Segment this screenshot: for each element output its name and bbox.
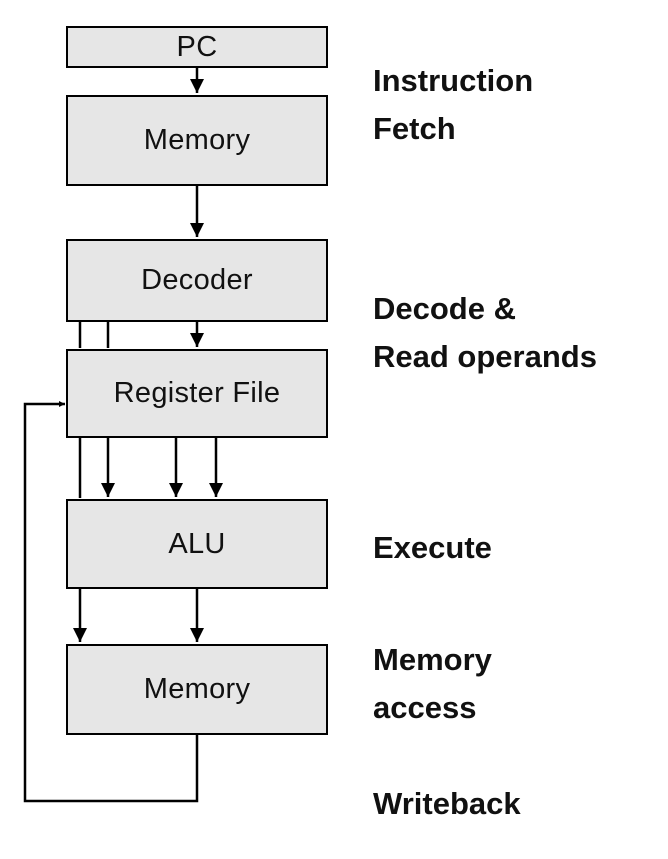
stage-label-memory-access: Memory access [373,636,492,732]
data-memory-block: Memory [66,644,328,735]
stage-label-execute: Execute [373,524,492,572]
stage-label-instruction-fetch: Instruction Fetch [373,57,533,153]
stage-label-line: Memory [373,642,492,677]
writeback-feedback-arrow [23,401,199,803]
stage-label-line: access [373,690,477,725]
stage-label-line: Execute [373,530,492,565]
stage-label-line: Fetch [373,111,456,146]
decoder-block: Decoder [66,239,328,322]
stage-label-line: Read operands [373,339,597,374]
pc-register: PC [66,26,328,68]
register-file-block: Register File [66,349,328,438]
alu-block: ALU [66,499,328,589]
stage-label-writeback: Writeback [373,780,521,828]
instruction-memory-block: Memory [66,95,328,186]
stage-label-line: Instruction [373,63,534,98]
stage-label-line: Writeback [373,786,521,821]
stage-label-line: Decode & [373,291,516,326]
stage-label-decode-read-operands: Decode & Read operands [373,285,597,381]
